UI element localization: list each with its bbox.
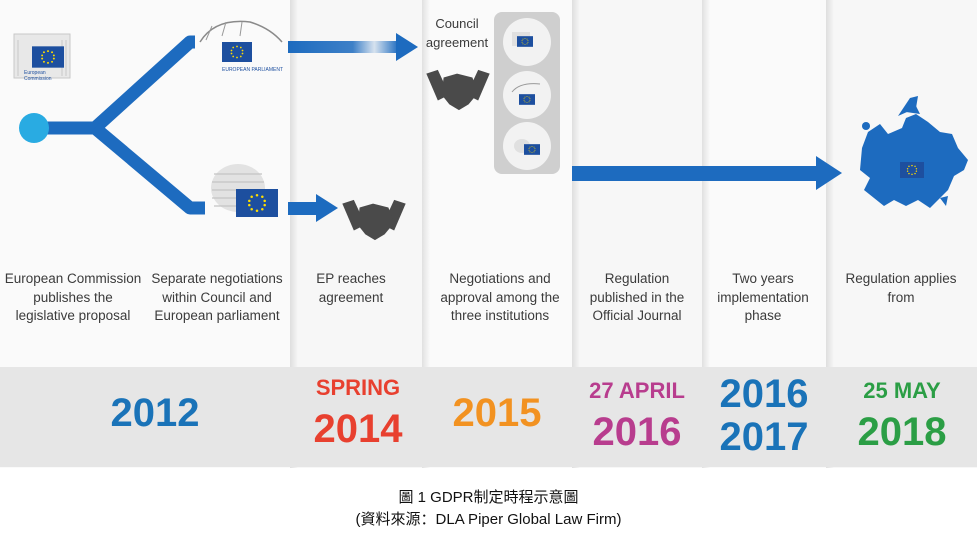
step-label: Regulation applies from xyxy=(845,271,957,305)
commission-label: European Commission xyxy=(24,70,52,82)
figure-caption-title: 圖 1 GDPR制定時程示意圖 xyxy=(398,489,579,506)
year-label: 2018 xyxy=(857,410,947,454)
year-label: 2014 xyxy=(313,407,403,451)
step-label: Negotiations and approval among the thre… xyxy=(440,271,560,323)
column-divider xyxy=(702,0,710,468)
year-band xyxy=(0,367,977,467)
year-label: 2016 xyxy=(719,372,809,416)
step-label: Two years implementation phase xyxy=(717,271,809,323)
main-arrow xyxy=(572,166,817,181)
step-label: European Commission publishes the legisl… xyxy=(4,271,142,323)
flow-graphic xyxy=(13,12,968,241)
handshake-icon xyxy=(426,69,490,111)
eu-flag-icon xyxy=(900,162,924,178)
arrow-head xyxy=(816,156,842,190)
column-divider xyxy=(826,0,834,468)
arrow-head xyxy=(396,33,418,61)
column-divider xyxy=(572,0,580,468)
year-label: 2015 xyxy=(452,391,542,435)
parliament-label: EUROPEAN PARLIAMENT xyxy=(222,67,284,73)
timeline-diagram: European Commission EUROPEAN PARLIAMENT … xyxy=(0,0,977,468)
year-prefix: 25 MAY xyxy=(863,378,941,403)
arrow-head xyxy=(316,194,338,222)
column-divider xyxy=(290,0,298,468)
europe-map-icon xyxy=(860,96,968,208)
step-label: Regulation published in the Official Jou… xyxy=(589,271,685,323)
commission-building-icon xyxy=(13,33,71,79)
step-label: EP reaches agreement xyxy=(316,271,386,305)
council-agreement-label: Council agreement xyxy=(425,16,489,50)
council-building-icon xyxy=(211,164,278,217)
year-prefix: 27 APRIL xyxy=(589,378,685,403)
fork-path xyxy=(90,123,205,215)
figure-caption-source: (資料來源：DLA Piper Global Law Firm) xyxy=(355,511,622,528)
year-label: 2017 xyxy=(719,415,809,459)
column-divider xyxy=(422,0,430,468)
parliament-building-icon xyxy=(199,20,283,62)
arrow-shaft xyxy=(288,202,316,215)
year-prefix: SPRING xyxy=(315,375,401,400)
institutions-panel xyxy=(494,12,560,174)
handshake-icon xyxy=(342,199,406,241)
year-label: 2012 xyxy=(110,391,200,435)
fade-arrow xyxy=(288,41,396,53)
year-label: 2016 xyxy=(592,410,682,454)
step-label: Separate negotiations within Council and… xyxy=(151,271,283,323)
fork-path xyxy=(36,35,197,135)
start-node xyxy=(19,113,49,143)
